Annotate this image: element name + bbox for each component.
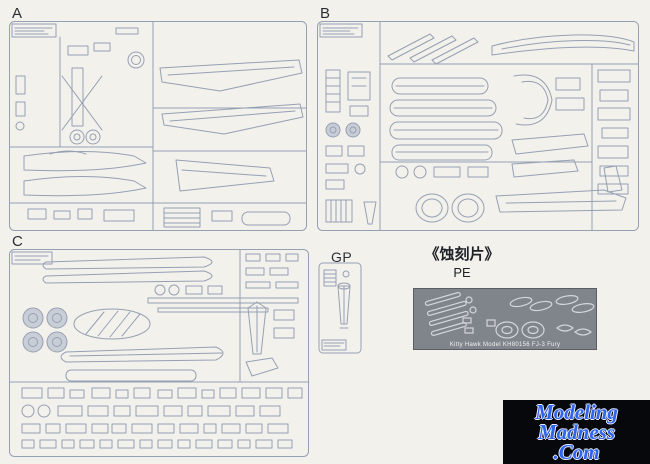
watermark-line-2: Madness xyxy=(537,420,616,444)
sprue-a-drawing xyxy=(9,21,307,231)
pe-title-chinese: 《蚀刻片》 xyxy=(424,245,500,263)
pe-title: PE xyxy=(453,265,471,280)
sprue-gp-drawing xyxy=(318,262,362,354)
sprue-b-label: B xyxy=(320,5,331,22)
pe-fret-drawing xyxy=(413,288,597,350)
sprue-a-label: A xyxy=(12,5,23,22)
watermark-line-1: Modeling xyxy=(535,400,618,424)
pe-fret-photo: Kitty Hawk Model KH80156 FJ-3 Fury xyxy=(413,288,597,350)
sprue-c-label: C xyxy=(12,233,24,250)
modelingmadness-watermark: Modeling Madness .Com xyxy=(503,400,650,464)
watermark-line-3: .Com xyxy=(553,440,600,464)
sprue-gp-label: GP xyxy=(331,249,353,265)
pe-fret-caption: Kitty Hawk Model KH80156 FJ-3 Fury xyxy=(449,342,561,348)
pe-section-header: 《蚀刻片》 PE xyxy=(402,243,522,280)
sprue-b-drawing xyxy=(317,21,639,231)
sprue-c-drawing xyxy=(9,249,310,457)
